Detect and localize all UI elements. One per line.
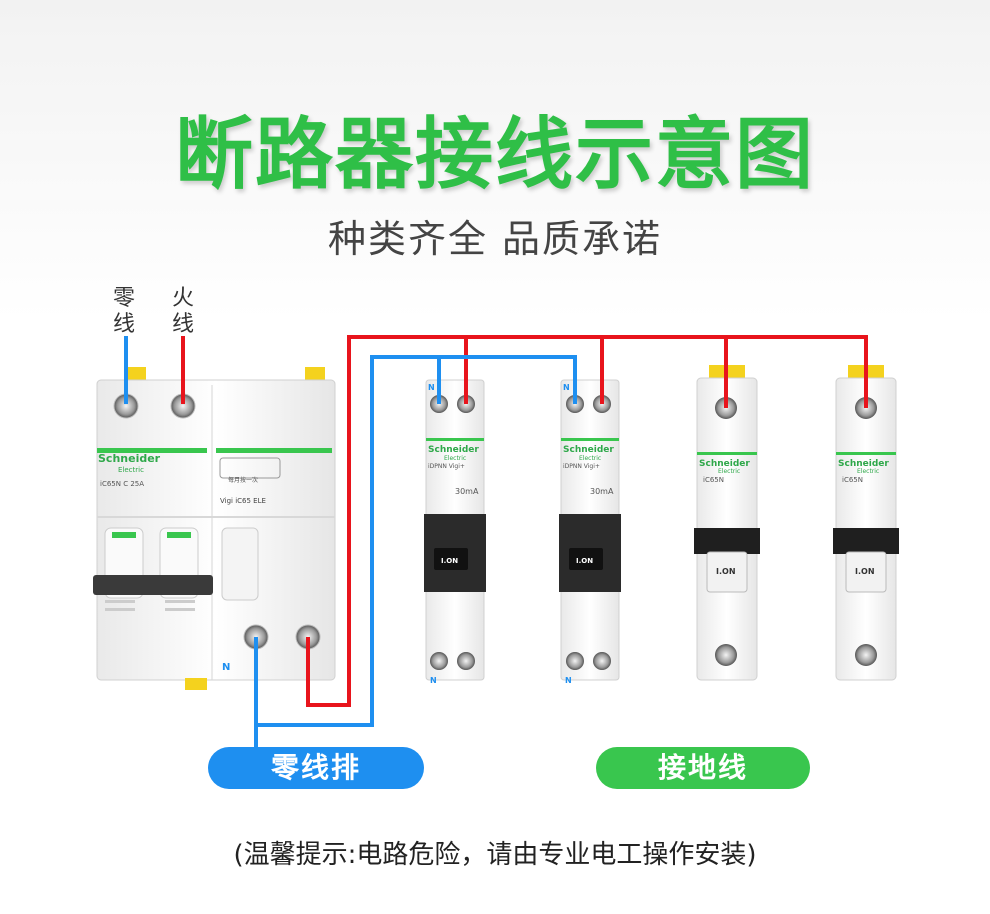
rcbo-brand-sub: Electric <box>579 455 601 462</box>
main-breaker-green-band <box>97 448 207 453</box>
main-breaker-brand: Schneider <box>98 452 161 465</box>
screw-icon <box>593 652 611 670</box>
neutral-bar-label: 零线排 <box>208 747 424 789</box>
rcbo-model: iDPNN Vigi+ <box>428 463 465 470</box>
ground-wire-label: 接地线 <box>596 747 810 789</box>
mcb-breaker: Schneider Electric iC65N I.ON <box>694 365 760 681</box>
mcb-handle-cap <box>694 528 760 554</box>
rcbo-breaker: N Schneider Electric iDPNN Vigi+ 30mA I.… <box>559 379 621 685</box>
toggle-indicator <box>167 532 191 538</box>
main-breaker-body <box>96 379 336 681</box>
vigi-handle[interactable] <box>221 527 259 601</box>
mcb-brand: Schneider <box>699 459 750 469</box>
neutral-wire-label-text: 零线 <box>112 286 135 337</box>
main-breaker-brand-sub: Electric <box>118 466 144 474</box>
main-breaker-clip <box>185 678 207 690</box>
live-wire-label-text: 火线 <box>171 286 194 337</box>
main-breaker-model: iC65N C 25A <box>100 480 144 488</box>
screw-icon <box>855 644 877 666</box>
main-breaker-seam <box>97 516 335 518</box>
rcbo-switch[interactable] <box>434 548 468 570</box>
rcbo-model: iDPNN Vigi+ <box>563 463 600 470</box>
screw-icon <box>715 644 737 666</box>
page-subtitle: 种类齐全 品质承诺 <box>327 217 663 261</box>
neutral-bus-wire <box>254 355 577 727</box>
screw-icon <box>457 652 475 670</box>
rcbo-n-top: N <box>428 383 435 392</box>
mcb-switch[interactable] <box>845 551 887 593</box>
mcb-handle-cap <box>833 528 899 554</box>
mcb-switch-label: I.ON <box>716 567 736 576</box>
handle-bridge[interactable] <box>93 575 213 595</box>
test-hint: 每月按一次 <box>228 476 258 484</box>
mcb-green-band <box>836 452 896 455</box>
mcb-brand: Schneider <box>838 459 889 469</box>
rcbo-n-bottom: N <box>430 676 437 685</box>
live-wire-label: 火线 <box>170 286 196 338</box>
rcbo-n-bottom: N <box>565 676 572 685</box>
main-breaker-clip <box>126 367 146 383</box>
mcb-switch[interactable] <box>706 551 748 593</box>
rcbo-brand: Schneider <box>563 445 614 455</box>
screw-icon <box>566 652 584 670</box>
mcb-model: iC65N <box>842 476 863 484</box>
main-breaker: Schneider Electric iC65N C 25A 每月按一次 Vig… <box>93 367 336 690</box>
rcbo-rating: 30mA <box>455 487 479 496</box>
live-bus-wire <box>306 335 868 707</box>
rcbo-brand: Schneider <box>428 445 479 455</box>
mcb-brand-sub: Electric <box>718 468 740 475</box>
safety-footnote: (温馨提示:电路危险，请由专业电工操作安装) <box>233 840 757 870</box>
rcbo-switch-label: I.ON <box>576 557 593 565</box>
vigi-green-band <box>216 448 332 453</box>
mcb-model: iC65N <box>703 476 724 484</box>
vigi-module-label: Vigi iC65 ELE <box>220 497 266 505</box>
test-button[interactable] <box>219 457 281 479</box>
rcbo-n-top: N <box>563 383 570 392</box>
rcbo-brand-sub: Electric <box>444 455 466 462</box>
rcbo-switch[interactable] <box>569 548 603 570</box>
mcb-breaker: Schneider Electric iC65N I.ON <box>833 365 899 681</box>
mcb-green-band <box>697 452 757 455</box>
rcbo-green-band <box>561 438 619 441</box>
rcbo-green-band <box>426 438 484 441</box>
screw-icon <box>430 652 448 670</box>
rcbo-rating: 30mA <box>590 487 614 496</box>
main-breaker-clip <box>305 367 325 383</box>
toggle-indicator <box>112 532 136 538</box>
rcbo-switch-label: I.ON <box>441 557 458 565</box>
rcbo-breaker: N Schneider Electric iDPNN Vigi+ 30mA I.… <box>424 379 486 685</box>
mcb-switch-label: I.ON <box>855 567 875 576</box>
neutral-wire-label: 零线 <box>111 286 137 338</box>
mcb-brand-sub: Electric <box>857 468 879 475</box>
page-title: 断路器接线示意图 <box>174 110 815 200</box>
main-breaker-n-mark: N <box>222 662 230 673</box>
